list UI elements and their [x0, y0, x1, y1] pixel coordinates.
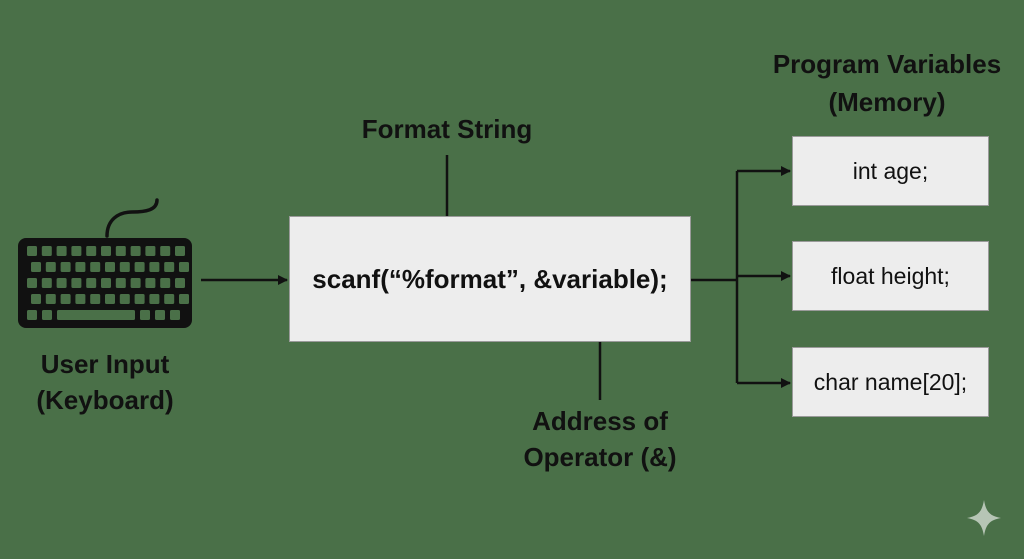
keyboard-key: [56, 278, 67, 288]
keyboard-key: [42, 310, 52, 320]
variable-box-age: int age;: [792, 136, 989, 206]
keyboard-key: [86, 246, 97, 256]
keyboard-key: [175, 278, 185, 288]
keyboard-key: [160, 246, 171, 256]
keyboard-key: [115, 246, 126, 256]
keyboard-key: [27, 246, 37, 256]
keyboard-key: [179, 294, 189, 304]
keyboard-key: [57, 310, 135, 320]
user-input-label-line2: (Keyboard): [36, 385, 174, 415]
variable-text: int age;: [852, 157, 929, 184]
keyboard-icon: [18, 198, 192, 328]
format-string-label: Format String: [361, 114, 533, 144]
scanf-call-text: scanf(“%format”, &variable);: [312, 263, 668, 294]
keyboard-key: [119, 294, 130, 304]
keyboard-key: [45, 262, 56, 272]
variable-box-name: char name[20];: [792, 347, 989, 417]
variable-text: float height;: [831, 262, 950, 289]
keyboard-key: [27, 278, 37, 288]
keyboard-key: [71, 246, 82, 256]
memory-title: Program Variables (Memory): [752, 45, 1022, 121]
keyboard-key: [90, 262, 101, 272]
sparkle-icon: [967, 500, 1001, 536]
keyboard-key: [119, 262, 130, 272]
keyboard-key: [145, 278, 156, 288]
keyboard-key: [179, 262, 189, 272]
keyboard-key: [149, 294, 160, 304]
keyboard-key: [86, 278, 97, 288]
keyboard-key: [175, 246, 185, 256]
arrow-scanf-to-variables: [691, 166, 791, 388]
keyboard-key: [160, 278, 171, 288]
variable-text: char name[20];: [813, 368, 968, 395]
variable-box-height: float height;: [792, 241, 989, 311]
keyboard-key: [31, 294, 41, 304]
keyboard-key: [134, 262, 145, 272]
keyboard-key: [60, 294, 71, 304]
memory-title-line1: Program Variables: [772, 49, 1002, 79]
keyboard-key: [105, 262, 115, 272]
keyboard-key: [105, 294, 115, 304]
keyboard-key: [130, 278, 141, 288]
keyboard-key: [145, 246, 156, 256]
keyboard-key: [31, 262, 41, 272]
keyboard-key: [164, 294, 175, 304]
keyboard-key: [71, 278, 82, 288]
keyboard-key: [75, 262, 86, 272]
keyboard-key: [130, 246, 141, 256]
keyboard-key: [41, 246, 52, 256]
address-operator-line1: Address of: [532, 406, 668, 436]
keyboard-key: [170, 310, 180, 320]
address-operator-line2: Operator (&): [523, 442, 677, 472]
keyboard-key: [90, 294, 101, 304]
user-input-label: User Input (Keyboard): [20, 346, 190, 418]
keyboard-key: [134, 294, 145, 304]
keyboard-key: [75, 294, 86, 304]
address-operator-label: Address of Operator (&): [505, 403, 695, 475]
scanf-call-box: scanf(“%format”, &variable);: [289, 216, 691, 342]
keyboard-key: [45, 294, 56, 304]
keyboard-key: [60, 262, 71, 272]
keyboard-key: [155, 310, 165, 320]
user-input-label-line1: User Input: [40, 349, 170, 379]
keyboard-key: [101, 278, 111, 288]
memory-title-line2: (Memory): [828, 87, 946, 117]
keyboard-key: [56, 246, 67, 256]
keyboard-key: [115, 278, 126, 288]
keyboard-key: [41, 278, 52, 288]
keyboard-key: [140, 310, 150, 320]
keyboard-key: [164, 262, 175, 272]
keyboard-key: [149, 262, 160, 272]
keyboard-key: [27, 310, 37, 320]
keyboard-key: [101, 246, 111, 256]
